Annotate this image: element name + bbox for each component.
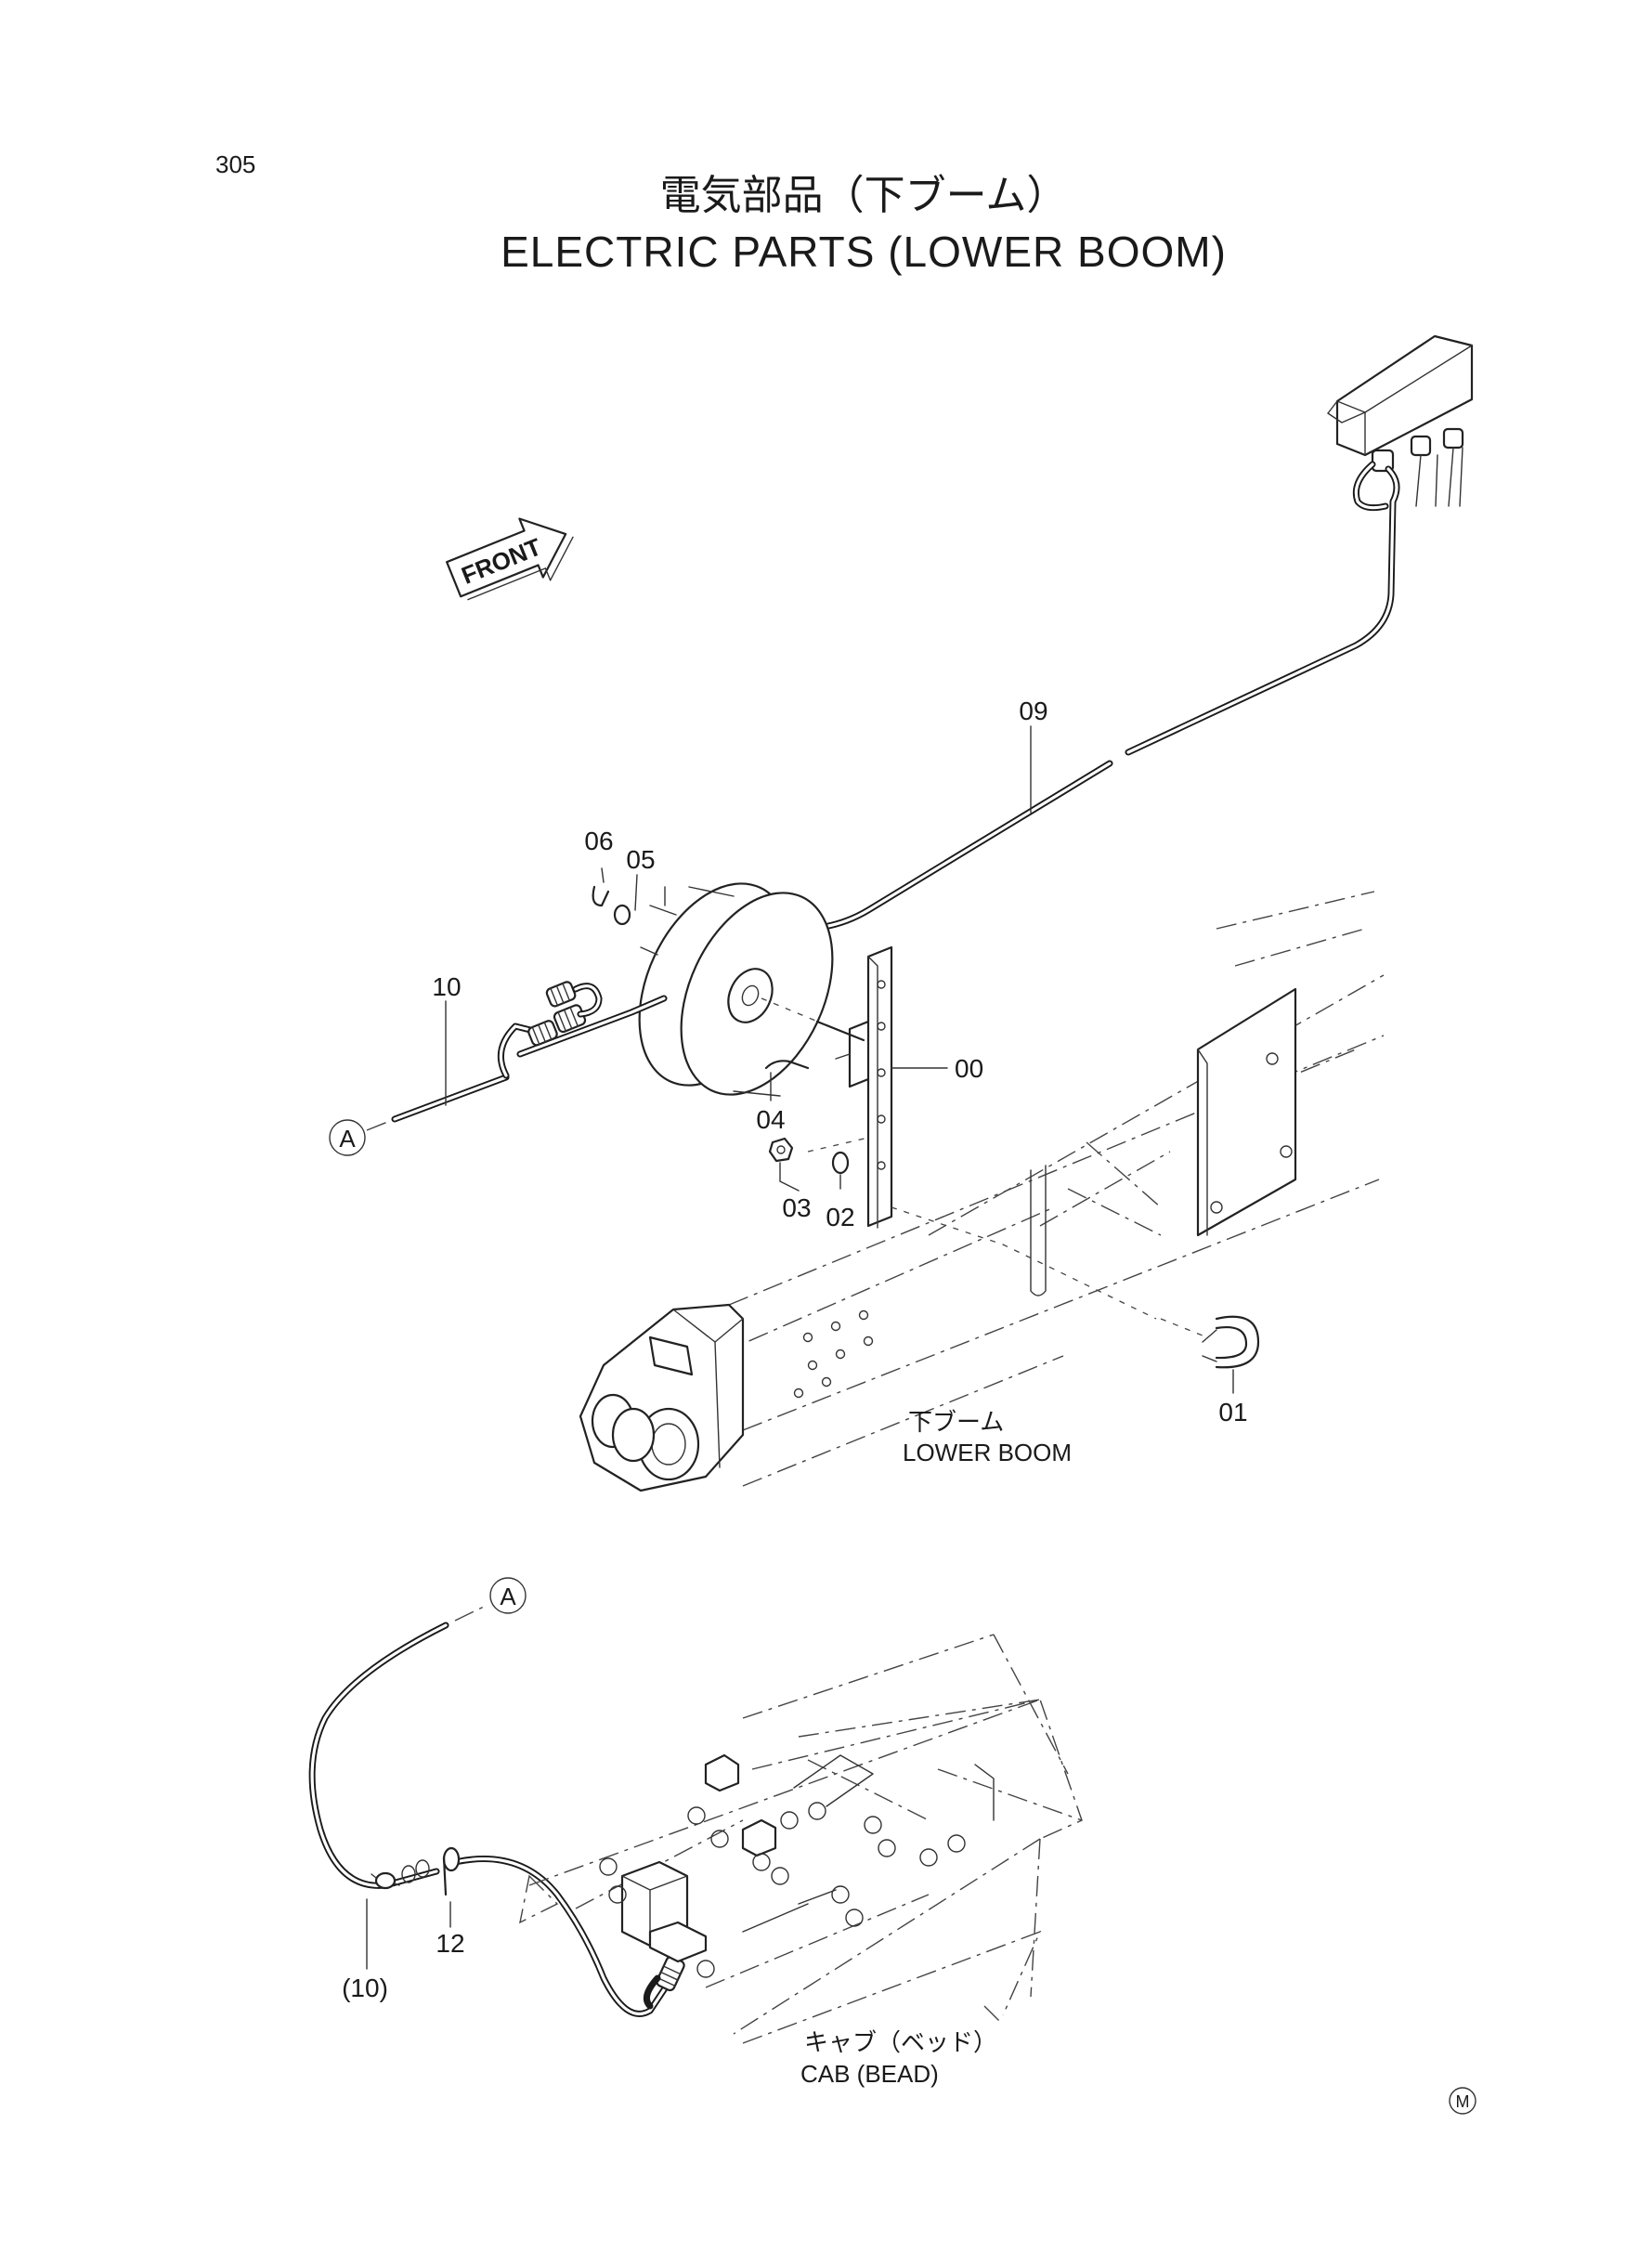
callout-06: 06 [584, 827, 613, 855]
u-bolt-01 [1202, 1315, 1260, 1394]
cable-10-lower [308, 1604, 685, 2017]
callout-10-ref: (10) [342, 1974, 388, 2002]
callout-05: 05 [626, 845, 655, 874]
callout-01: 01 [1218, 1398, 1247, 1427]
front-direction-arrow: FRONT [446, 517, 574, 601]
callouts-lower: A 12 (10) キャブ（ベッド） CAB (BEAD) [342, 1577, 997, 2088]
cab-label-jp: キャブ（ベッド） [804, 2029, 997, 2057]
callout-12: 12 [436, 1929, 464, 1958]
callout-09: 09 [1019, 697, 1047, 725]
callout-02: 02 [826, 1203, 854, 1231]
lower-boom-label-jp: 下ブーム [908, 1409, 1004, 1437]
title-english: ELECTRIC PARTS (LOWER BOOM) [501, 228, 1227, 276]
callout-04: 04 [756, 1105, 785, 1134]
callouts-upper: 09 06 05 10 00 04 03 02 01 A 下ブーム LOWER … [329, 697, 1248, 1466]
lower-boom-structure [579, 891, 1385, 1492]
cable-reel [638, 882, 865, 1097]
cable-09 [721, 461, 1400, 932]
corner-mark-letter: M [1456, 2092, 1470, 2111]
connector-ref-a-upper: A [339, 1125, 356, 1153]
cable-clamp-12 [366, 1846, 461, 1970]
lower-boom-label-en: LOWER BOOM [903, 1439, 1072, 1466]
title-japanese: 電気部品（下ブーム） [660, 172, 1068, 219]
cab-label-en: CAB (BEAD) [800, 2060, 939, 2088]
page-number: 305 [215, 150, 255, 178]
callout-00: 00 [955, 1054, 983, 1083]
corner-mark: M [1449, 2087, 1476, 2115]
connector-ref-a-lower: A [500, 1583, 516, 1610]
bracket-00 [835, 945, 948, 1229]
junction-box [1327, 334, 1474, 507]
callout-10: 10 [432, 972, 461, 1001]
hardware-small-parts [592, 867, 869, 1192]
cab-frame [519, 1634, 1083, 2044]
callout-03: 03 [782, 1193, 811, 1222]
cable-10 [366, 981, 668, 1131]
